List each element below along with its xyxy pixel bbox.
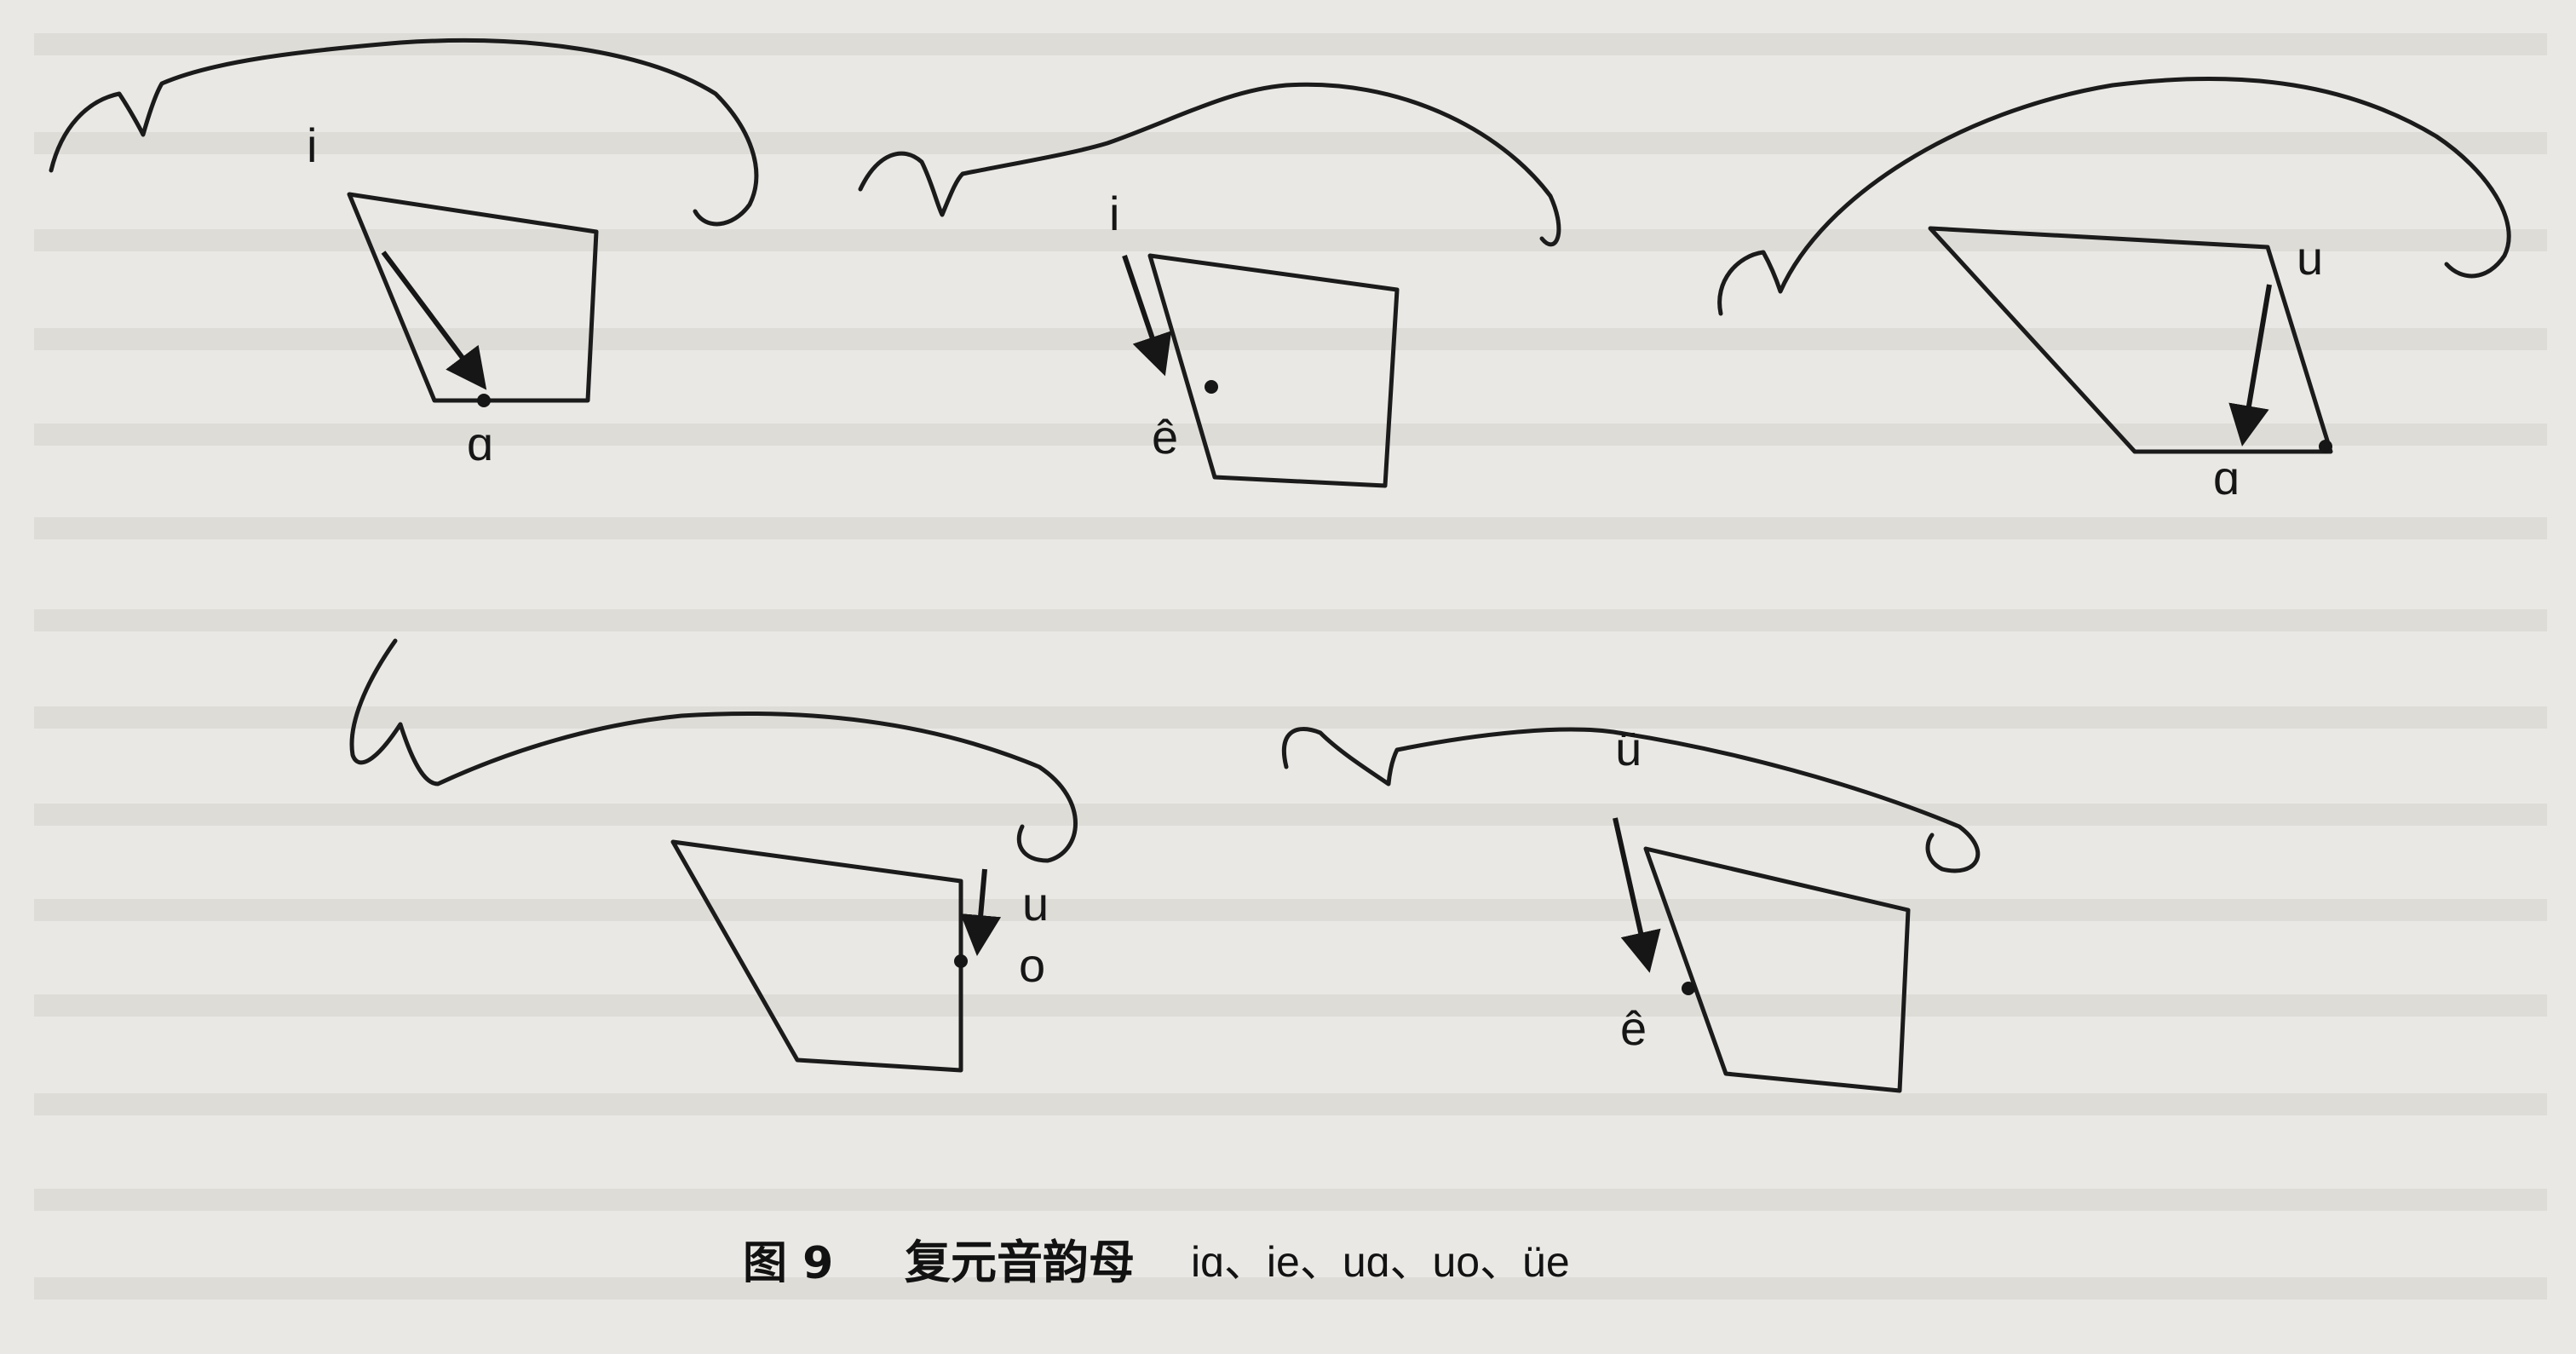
panel-5-end-label: ê xyxy=(1620,1001,1647,1055)
panel-5-start-label: ü xyxy=(1615,722,1642,775)
panel-ia: i ɑ xyxy=(49,38,759,470)
mouth-outline-3 xyxy=(1717,77,2511,316)
target-dot-5 xyxy=(1682,982,1695,995)
panel-1-start-label: i xyxy=(307,118,317,172)
glide-arrow-3 xyxy=(2228,284,2272,447)
panel-ue: ü ê xyxy=(1281,722,1981,1093)
mouth-outline-4 xyxy=(349,638,1078,863)
panel-3-start-label: u xyxy=(2297,231,2323,285)
vowel-quad-1 xyxy=(347,192,599,403)
glide-arrow-2 xyxy=(1122,255,1172,377)
glide-arrow-1 xyxy=(381,251,487,390)
panel-4-start-label: u xyxy=(1022,877,1049,931)
panel-ua: u ɑ xyxy=(1717,77,2511,504)
mouth-outline-1 xyxy=(49,38,759,227)
panel-ie: i ê xyxy=(858,82,1561,488)
panel-4-end-label: o xyxy=(1019,938,1045,992)
glide-arrow-4 xyxy=(960,868,1002,956)
mouth-outline-5 xyxy=(1281,727,1981,873)
panel-3-end-label: ɑ xyxy=(2213,451,2240,504)
panel-2-start-label: i xyxy=(1109,187,1119,240)
background-bleed-lines xyxy=(34,33,2547,1299)
panel-uo: u o xyxy=(349,638,1078,1073)
caption-title: 复元音韵母 xyxy=(905,1236,1135,1289)
caption-figure-label: 图 9 xyxy=(743,1238,833,1289)
target-dot-3 xyxy=(2319,440,2332,453)
vowel-quad-4 xyxy=(670,839,963,1073)
target-dot-2 xyxy=(1205,380,1218,394)
mouth-outline-2 xyxy=(858,82,1561,247)
vowel-quad-3 xyxy=(1928,226,2333,454)
target-dot-1 xyxy=(477,394,491,407)
vowel-quad-5 xyxy=(1643,846,1911,1093)
panel-2-end-label: ê xyxy=(1152,410,1178,464)
vowel-quad-2 xyxy=(1147,253,1400,488)
glide-arrow-5 xyxy=(1613,817,1661,973)
panel-1-end-label: ɑ xyxy=(467,417,493,470)
figure-caption: 图 9 复元音韵母 iɑ、ie、uɑ、uo、üe xyxy=(743,1236,1570,1289)
caption-items: iɑ、ie、uɑ、uo、üe xyxy=(1191,1238,1570,1286)
target-dot-4 xyxy=(954,954,968,968)
